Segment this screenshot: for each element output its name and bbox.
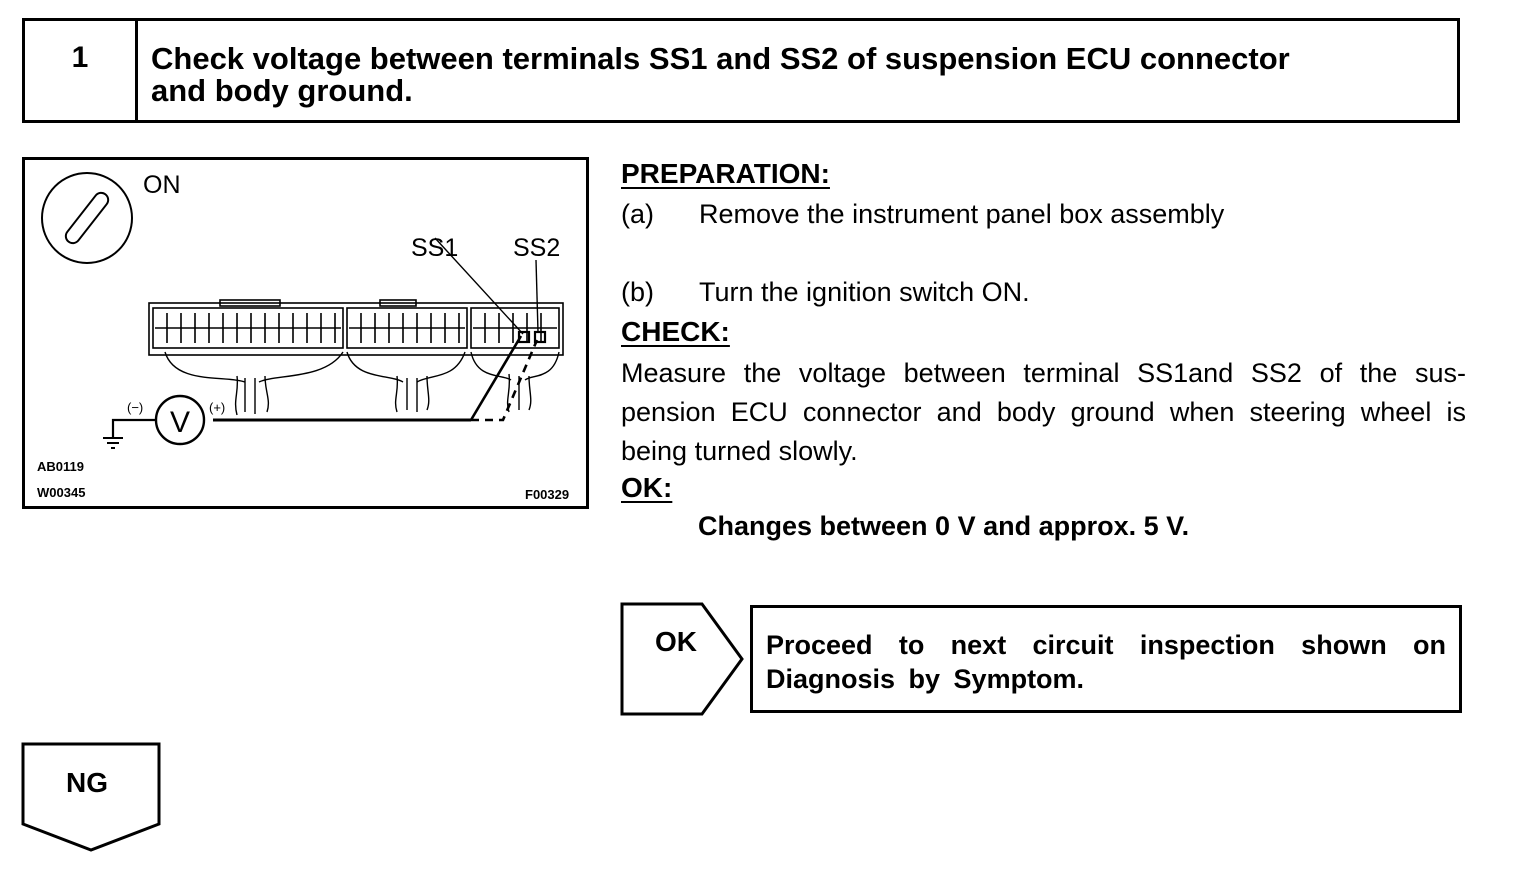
- preparation-heading: PREPARATION:: [621, 158, 830, 189]
- prep-item-text: Remove the instrument panel box assembly: [699, 199, 1225, 229]
- ok-arrow-icon: [620, 602, 744, 716]
- step-header: 1 Check voltage between terminals SS1 an…: [22, 18, 1460, 123]
- ng-result-label: NG: [66, 767, 108, 798]
- ok-spec: Changes between 0 V and approx. 5 V.: [698, 511, 1190, 541]
- negative-label: (−): [127, 400, 143, 415]
- positive-label: (+): [209, 400, 225, 415]
- figure-code-2: W00345: [37, 485, 85, 500]
- ok-heading: OK:: [621, 472, 673, 503]
- prep-item-letter: (a): [621, 199, 654, 229]
- wiring-figure: ON SS1 SS2: [22, 157, 589, 509]
- ng-arrow-icon: [21, 742, 161, 852]
- ecu-connector: [148, 299, 564, 356]
- check-heading: CHECK:: [621, 316, 730, 347]
- step-title-line2: and body ground.: [151, 73, 413, 108]
- step-title: Check voltage between terminals SS1 and …: [151, 43, 1441, 107]
- prep-item-letter: (b): [621, 277, 654, 307]
- switch-on-label: ON: [143, 171, 181, 199]
- step-title-line1: Check voltage between terminals SS1 and …: [151, 41, 1290, 76]
- ignition-switch-icon: [41, 172, 133, 264]
- ss2-label: SS2: [513, 234, 560, 262]
- check-text: Measure the voltage between terminal SS1…: [621, 358, 1466, 466]
- ss1-label: SS1: [411, 234, 458, 262]
- step-number: 1: [25, 21, 138, 120]
- connector-diagram: ON SS1 SS2: [37, 171, 569, 502]
- ok-result-label: OK: [655, 626, 697, 657]
- wire-harness: [164, 351, 560, 416]
- ok-result-text: Proceed to next circuit inspection shown…: [766, 630, 1446, 694]
- figure-code-1: AB0119: [37, 459, 84, 474]
- ok-result-box: Proceed to next circuit inspection shown…: [750, 605, 1462, 713]
- voltmeter-symbol: V: [170, 406, 190, 439]
- voltmeter-icon: V: [154, 394, 206, 446]
- figure-code-3: F00329: [525, 487, 569, 502]
- prep-item-text: Turn the ignition switch ON.: [699, 277, 1030, 307]
- probe-leads: [103, 237, 539, 449]
